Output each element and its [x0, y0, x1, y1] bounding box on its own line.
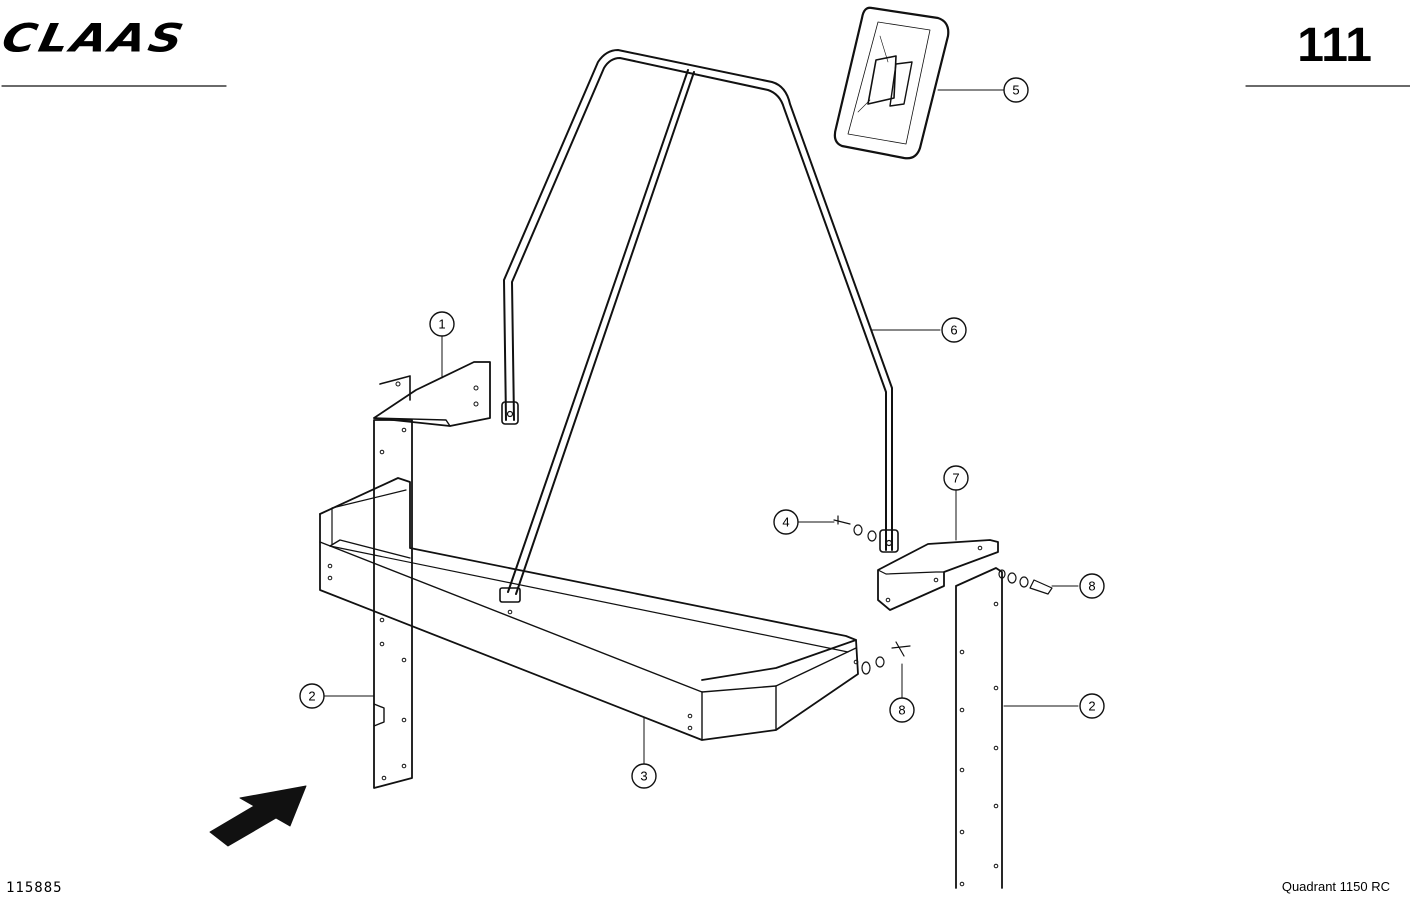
fasteners-8-right: [998, 569, 1053, 595]
fasteners-8-bottom: [861, 641, 911, 675]
callout-3: 3: [631, 763, 657, 789]
callout-1: 1: [429, 311, 455, 337]
left-upright-part: [373, 419, 413, 789]
svg-text:3: 3: [640, 769, 647, 784]
svg-text:5: 5: [1012, 83, 1019, 98]
main-frame-part: [319, 477, 859, 741]
svg-text:8: 8: [898, 703, 905, 718]
drawing-number: 115885: [6, 880, 63, 896]
fasteners-4: [833, 515, 877, 542]
callout-6: 6: [941, 317, 967, 343]
model-name: Quadrant 1150 RC: [1281, 879, 1390, 894]
svg-text:4: 4: [782, 515, 789, 530]
page-number: 111: [1297, 19, 1372, 72]
right-upright-part: [955, 567, 1003, 889]
svg-text:2: 2: [1088, 699, 1095, 714]
callout-8-bottom: 8: [889, 697, 915, 723]
callout-8-top: 8: [1079, 573, 1105, 599]
callout-7: 7: [943, 465, 969, 491]
left-bracket-part: [373, 361, 491, 427]
leader-lines: [323, 89, 1079, 765]
callout-2-right: 2: [1079, 693, 1105, 719]
svg-text:8: 8: [1088, 579, 1095, 594]
svg-text:7: 7: [952, 471, 959, 486]
svg-text:6: 6: [950, 323, 957, 338]
right-bracket-part: [877, 539, 999, 611]
callout-4: 4: [773, 509, 799, 535]
svg-text:2: 2: [308, 689, 315, 704]
direction-arrow: [209, 785, 307, 847]
callout-5: 5: [1003, 77, 1029, 103]
svg-text:1: 1: [438, 317, 445, 332]
bow-frame-part: [499, 49, 899, 603]
callout-2-left: 2: [299, 683, 325, 709]
mirror-part: [833, 6, 950, 160]
